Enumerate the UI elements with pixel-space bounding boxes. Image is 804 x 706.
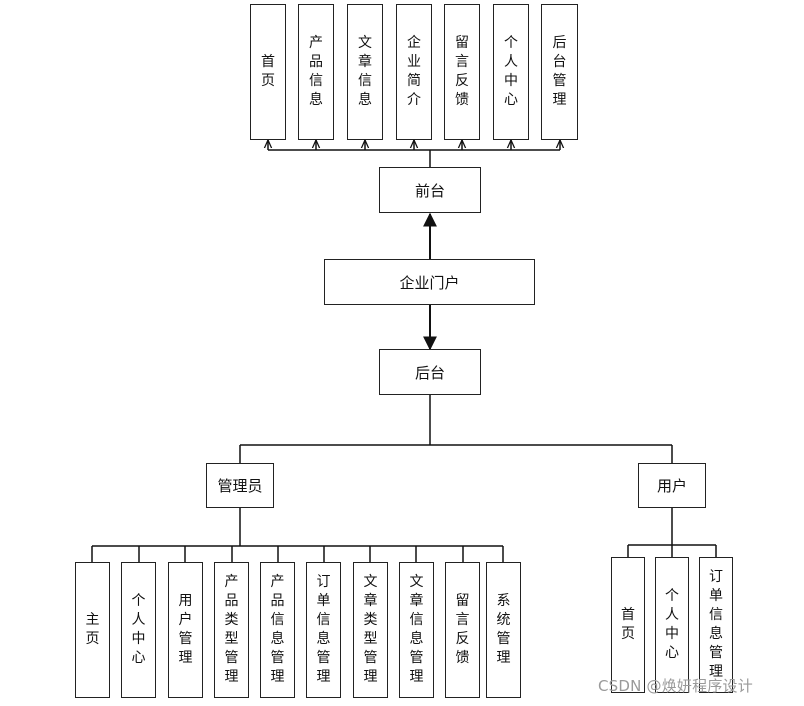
front-module-articles: 文章信息 — [347, 4, 383, 140]
admin-module-label: 用户管理 — [178, 593, 193, 666]
front-module-feedback: 留言反馈 — [444, 4, 480, 140]
admin-node-label: 管理员 — [217, 477, 263, 495]
admin-module-label: 订单信息管理 — [316, 574, 331, 685]
back-node-label: 后台 — [414, 363, 445, 382]
front-node-label: 前台 — [414, 181, 445, 200]
front-module-label: 个人中心 — [504, 35, 518, 108]
front-module-label: 后台管理 — [552, 35, 567, 108]
front-module-label: 文章信息 — [358, 35, 372, 108]
admin-module-product-type-management: 产品类型管理 — [214, 562, 249, 698]
admin-module-label: 文章信息管理 — [409, 574, 424, 685]
front-module-backend-admin: 后台管理 — [541, 4, 578, 140]
front-node: 前台 — [379, 167, 481, 213]
user-node: 用户 — [638, 463, 706, 508]
user-module-order-management: 订单信息管理 — [699, 557, 733, 693]
admin-module-article-type-management: 文章类型管理 — [353, 562, 388, 698]
admin-module-label: 产品信息管理 — [270, 574, 285, 685]
back-node: 后台 — [379, 349, 481, 395]
front-module-company-intro: 企业简介 — [396, 4, 432, 140]
user-node-label: 用户 — [656, 477, 687, 495]
front-module-label: 企业简介 — [407, 35, 421, 108]
front-module-home: 首页 — [250, 4, 286, 140]
front-module-personal-center: 个人中心 — [493, 4, 529, 140]
user-module-personal-center: 个人中心 — [655, 557, 689, 693]
user-module-label: 个人中心 — [665, 588, 679, 661]
admin-module-label: 系统管理 — [496, 593, 511, 666]
admin-module-system-management: 系统管理 — [486, 562, 521, 698]
admin-module-label: 文章类型管理 — [363, 574, 378, 685]
watermark: CSDN @焕妍程序设计 — [598, 677, 753, 695]
admin-module-label: 个人中心 — [131, 593, 146, 666]
admin-module-label: 留言反馈 — [455, 593, 470, 666]
root-node-label: 企业门户 — [399, 273, 460, 292]
front-module-products: 产品信息 — [298, 4, 334, 140]
admin-module-home: 主页 — [75, 562, 110, 698]
admin-module-label: 主页 — [85, 612, 100, 647]
front-module-label: 留言反馈 — [455, 35, 469, 108]
user-module-label: 首页 — [621, 607, 635, 642]
user-module-home: 首页 — [611, 557, 645, 693]
root-node: 企业门户 — [324, 259, 535, 305]
admin-module-user-management: 用户管理 — [168, 562, 203, 698]
admin-node: 管理员 — [206, 463, 274, 508]
admin-module-article-info-management: 文章信息管理 — [399, 562, 434, 698]
user-module-label: 订单信息管理 — [709, 569, 723, 680]
front-module-label: 产品信息 — [309, 35, 323, 108]
admin-module-order-management: 订单信息管理 — [306, 562, 341, 698]
admin-module-label: 产品类型管理 — [224, 574, 239, 685]
admin-module-personal-center: 个人中心 — [121, 562, 156, 698]
admin-module-feedback: 留言反馈 — [445, 562, 480, 698]
front-module-label: 首页 — [261, 54, 275, 89]
admin-module-product-info-management: 产品信息管理 — [260, 562, 295, 698]
